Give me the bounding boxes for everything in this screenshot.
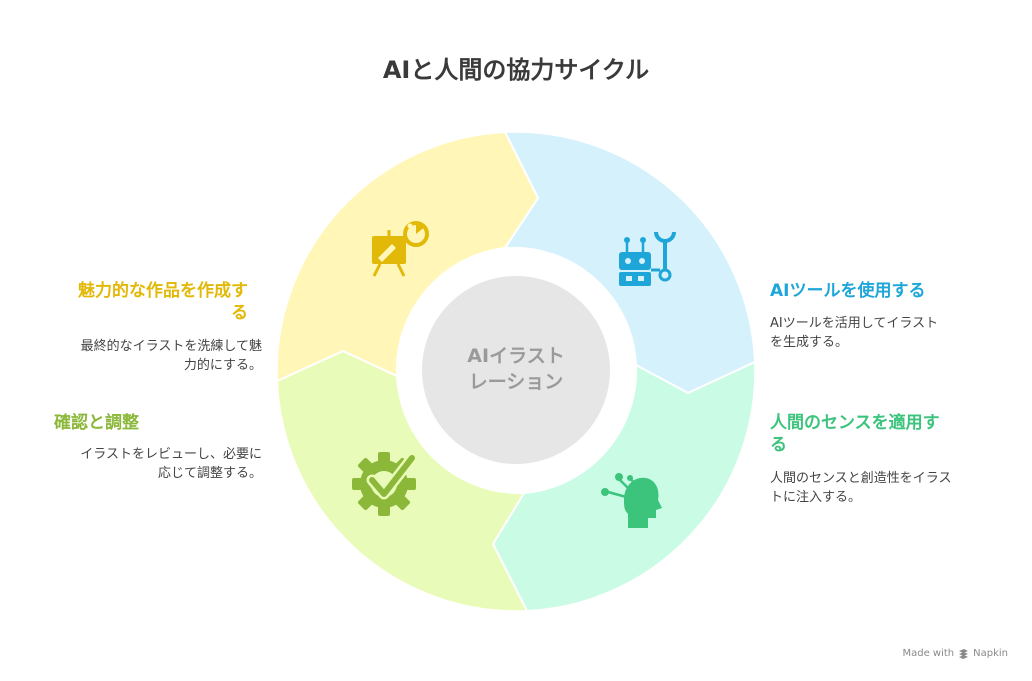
center-label-line2: レーション <box>469 371 564 393</box>
step-desc-line: トに注入する。 <box>770 490 862 505</box>
step-title-line: 人間のセンスを適用す <box>770 413 940 433</box>
step-title-line: る <box>231 303 248 323</box>
segment-create-attractive-work[interactable] <box>275 130 540 383</box>
step-desc-use-ai-tools: AIツールを活用してイラスト を生成する。 <box>770 314 990 352</box>
footer-made-with: Made with <box>902 648 955 659</box>
napkin-logo-icon <box>959 649 969 659</box>
step-desc-apply-human-sense: 人間のセンスと創造性をイラス トに注入する。 <box>770 469 1000 507</box>
step-desc-create-attractive-work: 最終的なイラストを洗練して魅 力的にする。 <box>34 337 262 375</box>
robot-wrench-icon <box>619 231 676 286</box>
gear-check-icon <box>352 452 418 516</box>
step-desc-line: 力的にする。 <box>183 358 262 373</box>
step-desc-line: 最終的なイラストを洗練して魅 <box>80 339 262 354</box>
step-desc-line: AIツールを活用してイラスト <box>770 316 939 331</box>
step-desc-line: 応じて調整する。 <box>157 466 262 481</box>
segment-apply-human-sense[interactable] <box>491 360 757 613</box>
page-title: AIと人間の協力サイクル <box>382 56 650 84</box>
step-title-use-ai-tools: AIツールを使用する <box>770 281 926 301</box>
step-title-line: 魅力的な作品を作成す <box>78 281 248 301</box>
made-with-footer[interactable]: Made with Napkin <box>902 648 1008 659</box>
step-desc-line: 人間のセンスと創造性をイラス <box>770 471 952 486</box>
step-title-line: る <box>770 435 787 455</box>
step-title-apply-human-sense: 人間のセンスを適用す る <box>770 412 1000 456</box>
human-head-creativity-icon <box>601 473 662 528</box>
step-desc-review-and-adjust: イラストをレビューし、必要に 応じて調整する。 <box>34 445 262 483</box>
footer-brand: Napkin <box>973 648 1008 659</box>
center-label-line1: AIイラスト <box>467 345 564 367</box>
easel-palette-icon <box>372 221 429 277</box>
step-title-review-and-adjust: 確認と調整 <box>54 413 139 433</box>
step-title-create-attractive-work: 魅力的な作品を作成す る <box>34 280 248 324</box>
step-desc-line: を生成する。 <box>770 335 849 350</box>
center-circle <box>422 276 610 464</box>
step-desc-line: イラストをレビューし、必要に <box>80 447 262 462</box>
